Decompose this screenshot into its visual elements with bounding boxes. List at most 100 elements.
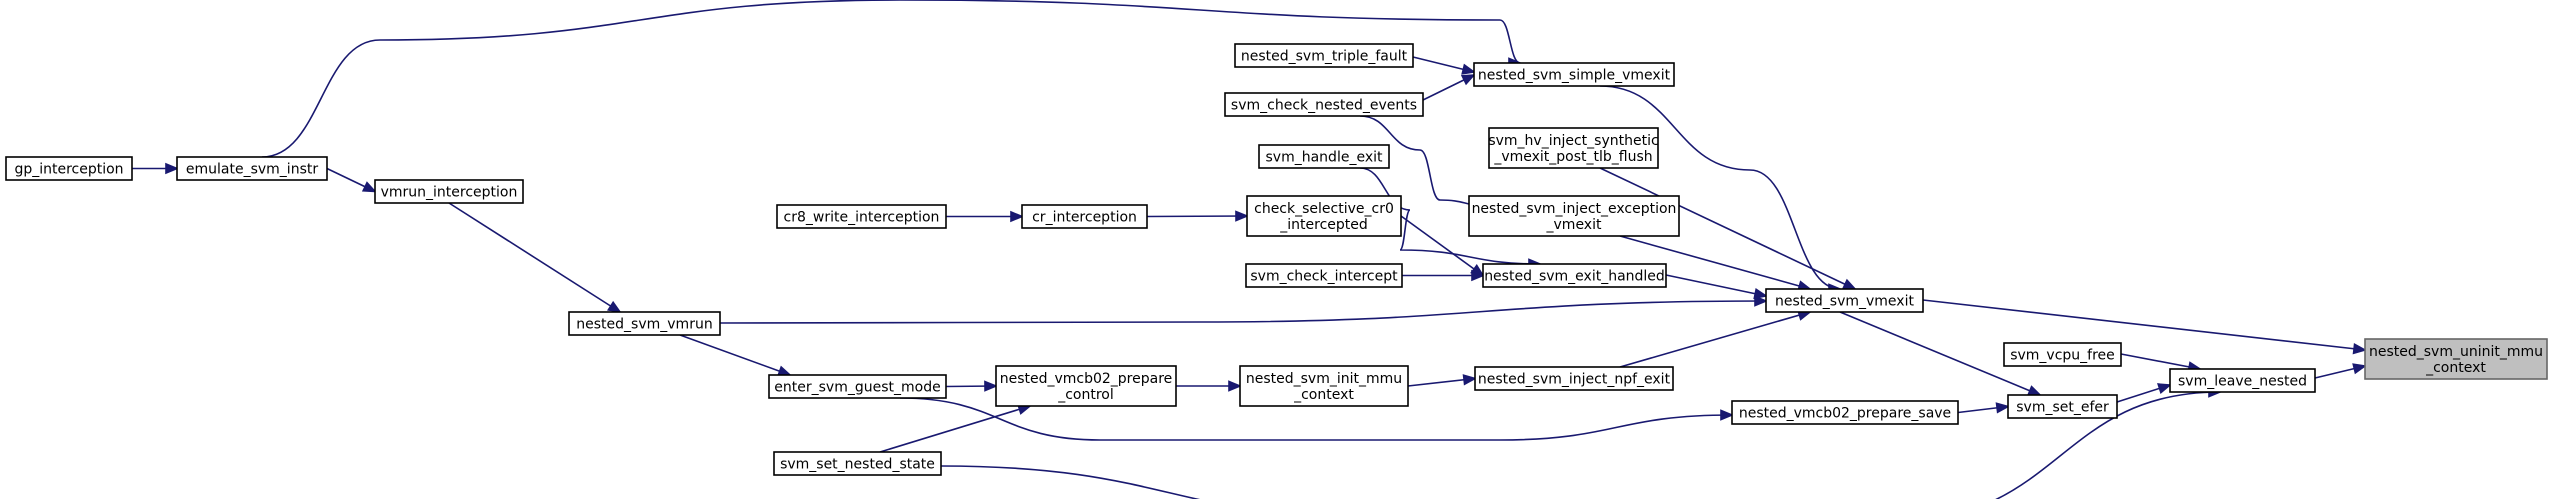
node-label: _vmexit_post_tlb_flush bbox=[1493, 149, 1652, 165]
node-label: nested_svm_vmexit bbox=[1775, 294, 1914, 310]
node-svm-check-nested-events[interactable]: svm_check_nested_events bbox=[1224, 92, 1424, 117]
node-box bbox=[1246, 195, 1402, 237]
node-label: svm_hv_inject_synthetic bbox=[1488, 133, 1658, 149]
edge-line bbox=[2120, 353, 2201, 370]
node-nested-svm-exit-handled[interactable]: nested_svm_exit_handled bbox=[1482, 263, 1667, 288]
edge-nested-vmcb02-prepare-save-to-svm-set-efer bbox=[1957, 402, 2011, 414]
edge-emulate-svm-instr-to-nested-svm-simple-vmexit bbox=[261, 0, 1523, 158]
node-box bbox=[1239, 365, 1409, 407]
node-box bbox=[2003, 342, 2122, 367]
node-svm-set-nested-state[interactable]: svm_set_nested_state bbox=[773, 451, 942, 476]
node-nested-svm-triple-fault[interactable]: nested_svm_triple_fault bbox=[1234, 43, 1414, 68]
edge-line bbox=[679, 334, 791, 376]
node-label: svm_set_efer bbox=[2016, 400, 2109, 416]
edge-line bbox=[448, 202, 621, 313]
node-label: check_selective_cr0 bbox=[1254, 201, 1394, 217]
node-nested-svm-simple-vmexit[interactable]: nested_svm_simple_vmexit bbox=[1473, 62, 1675, 87]
node-nested-svm-vmrun[interactable]: nested_svm_vmrun bbox=[568, 311, 721, 336]
node-label: _intercepted bbox=[1279, 217, 1368, 233]
node-nested-svm-inject-exception-vmexit[interactable]: nested_svm_inject_exception_vmexit bbox=[1468, 195, 1680, 237]
node-nested-svm-init-mmu-context[interactable]: nested_svm_init_mmu_context bbox=[1239, 365, 1409, 407]
arrowhead-icon bbox=[2352, 343, 2368, 355]
node-label: _vmexit bbox=[1546, 217, 1602, 233]
arrowhead-icon bbox=[1235, 210, 1250, 222]
node-box bbox=[374, 179, 524, 204]
node-svm-set-efer[interactable]: svm_set_efer bbox=[2007, 394, 2118, 419]
node-label: emulate_svm_instr bbox=[186, 162, 318, 178]
edge-svm-hv-inject-synthetic-vmexit-post-tlb-flush-to-nested-svm-vmexit bbox=[1599, 167, 1857, 290]
node-label: nested_svm_inject_exception bbox=[1472, 201, 1677, 217]
edge-nested-svm-triple-fault-to-nested-svm-simple-vmexit bbox=[1412, 56, 1477, 75]
node-box bbox=[1468, 195, 1680, 237]
arrowhead-icon bbox=[2026, 385, 2042, 396]
node-nested-vmcb02-prepare-control[interactable]: nested_vmcb02_prepare_control bbox=[995, 365, 1177, 407]
node-label: nested_svm_uninit_mmu bbox=[2369, 344, 2543, 360]
node-box bbox=[1234, 43, 1414, 68]
node-cr8-write-interception[interactable]: cr8_write_interception bbox=[776, 204, 947, 229]
edge-cr8-write-interception-to-cr-interception bbox=[946, 210, 1025, 223]
node-emulate-svm-instr[interactable]: emulate_svm_instr bbox=[176, 156, 328, 181]
node-box bbox=[776, 204, 947, 229]
arrowhead-icon bbox=[606, 300, 622, 314]
node-nested-svm-uninit-mmu-context: nested_svm_uninit_mmu_context bbox=[2364, 338, 2548, 380]
edge-line bbox=[1619, 311, 1811, 368]
node-label: cr8_write_interception bbox=[784, 210, 940, 226]
node-nested-vmcb02-prepare-save[interactable]: nested_vmcb02_prepare_save bbox=[1731, 400, 1959, 425]
node-gp-interception[interactable]: gp_interception bbox=[5, 156, 133, 181]
arrowhead-icon bbox=[1841, 278, 1857, 290]
node-box bbox=[176, 156, 328, 181]
edge-nested-svm-vmrun-to-enter-svm-guest-mode bbox=[679, 334, 792, 377]
edge-svm-check-intercept-to-nested-svm-exit-handled bbox=[1402, 269, 1486, 282]
node-label: nested_svm_simple_vmexit bbox=[1478, 68, 1671, 84]
node-label: _context bbox=[2425, 360, 2486, 376]
node-box bbox=[1258, 144, 1390, 169]
node-box bbox=[1488, 127, 1659, 169]
node-box bbox=[1474, 366, 1674, 391]
arrowhead-icon bbox=[1462, 374, 1478, 386]
node-label: _context bbox=[1293, 387, 1354, 403]
node-label: _control bbox=[1057, 387, 1114, 403]
edge-vmrun-interception-to-nested-svm-vmrun bbox=[448, 202, 622, 314]
node-label: nested_vmcb02_prepare_save bbox=[1739, 406, 1951, 422]
node-label: svm_vcpu_free bbox=[2010, 348, 2115, 364]
edge-line bbox=[1599, 85, 1841, 290]
edge-line bbox=[1922, 299, 2366, 351]
node-box bbox=[2364, 338, 2548, 380]
node-box bbox=[773, 451, 942, 476]
node-label: nested_svm_exit_handled bbox=[1484, 269, 1665, 285]
node-svm-hv-inject-synthetic-vmexit-post-tlb-flush[interactable]: svm_hv_inject_synthetic_vmexit_post_tlb_… bbox=[1488, 127, 1659, 169]
node-label: nested_vmcb02_prepare bbox=[1000, 371, 1173, 387]
edge-line bbox=[1599, 167, 1856, 290]
node-enter-svm-guest-mode[interactable]: enter_svm_guest_mode bbox=[768, 374, 947, 399]
arrowhead-icon bbox=[1471, 269, 1486, 282]
node-nested-svm-vmexit[interactable]: nested_svm_vmexit bbox=[1765, 288, 1924, 313]
node-label: svm_check_intercept bbox=[1250, 269, 1398, 285]
node-cr-interception[interactable]: cr_interception bbox=[1021, 204, 1148, 229]
node-svm-check-intercept[interactable]: svm_check_intercept bbox=[1245, 263, 1403, 288]
node-box bbox=[995, 365, 1177, 407]
edge-cr-interception-to-check-selective-cr0-intercepted bbox=[1146, 210, 1250, 222]
node-nested-svm-inject-npf-exit[interactable]: nested_svm_inject_npf_exit bbox=[1474, 366, 1674, 391]
arrowhead-icon bbox=[2157, 383, 2173, 395]
node-label: gp_interception bbox=[14, 162, 123, 178]
arrowhead-icon bbox=[1228, 380, 1243, 392]
edge-line bbox=[1619, 235, 1811, 290]
arrowhead-icon bbox=[984, 380, 999, 392]
node-svm-handle-exit[interactable]: svm_handle_exit bbox=[1258, 144, 1390, 169]
node-vmrun-interception[interactable]: vmrun_interception bbox=[374, 179, 524, 204]
node-svm-leave-nested[interactable]: svm_leave_nested bbox=[2169, 368, 2316, 393]
edge-nested-svm-simple-vmexit-to-nested-svm-vmexit bbox=[1599, 85, 1843, 295]
node-svm-vcpu-free[interactable]: svm_vcpu_free bbox=[2003, 342, 2122, 367]
node-label: nested_svm_vmrun bbox=[576, 317, 712, 333]
node-label: svm_set_nested_state bbox=[780, 457, 935, 473]
edge-enter-svm-guest-mode-to-nested-vmcb02-prepare-control bbox=[945, 380, 999, 392]
node-box bbox=[1245, 263, 1403, 288]
node-box bbox=[1765, 288, 1924, 313]
edge-line bbox=[879, 405, 1031, 453]
node-check-selective-cr0-intercepted[interactable]: check_selective_cr0_intercepted bbox=[1246, 195, 1402, 237]
edge-nested-svm-inject-npf-exit-to-nested-svm-vmexit bbox=[1619, 309, 1813, 368]
edge-line bbox=[1665, 274, 1767, 297]
edge-enter-svm-guest-mode-to-nested-vmcb02-prepare-save bbox=[899, 397, 1735, 441]
arrowhead-icon bbox=[1754, 295, 1769, 307]
